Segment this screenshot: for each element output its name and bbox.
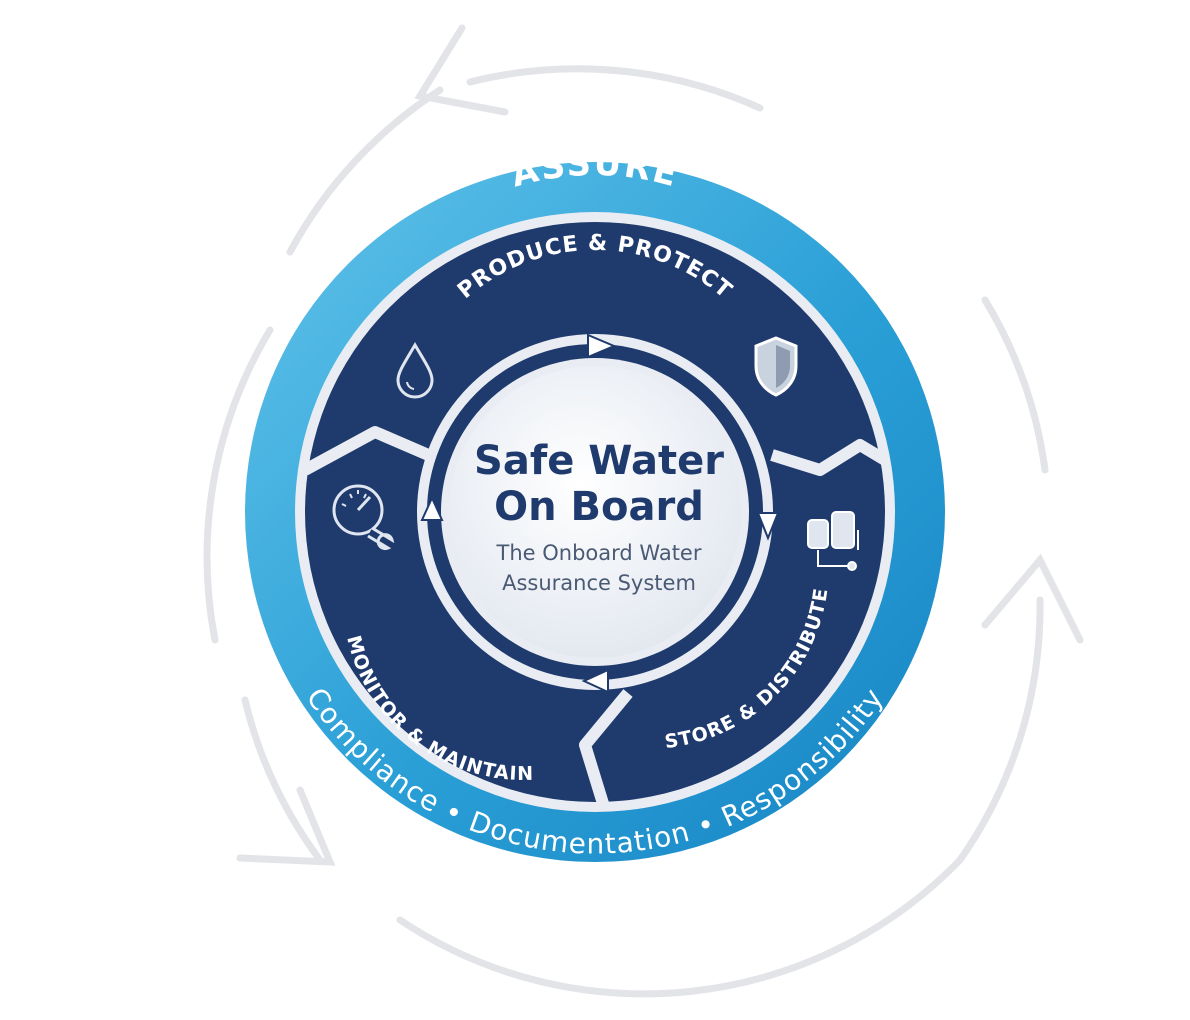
loop-arrow-top	[286, 86, 444, 256]
loop-arrow-left	[203, 326, 274, 644]
gauge-wrench-icon	[332, 484, 395, 551]
center-disc	[449, 366, 741, 658]
shield-icon	[754, 336, 798, 397]
divider-top-left	[302, 426, 443, 476]
cycle-arrow-top	[587, 333, 617, 359]
loop-arrow-bottom-arc	[396, 856, 964, 998]
cycle-arrow-left	[420, 495, 444, 521]
loop-arrows	[203, 24, 1084, 998]
cycle-arrow-right	[756, 512, 780, 541]
loop-arrow-right	[956, 596, 1044, 864]
center-subtitle-line1: The Onboard Water	[496, 541, 702, 565]
water-drop-icon	[396, 342, 434, 399]
center-title-line2: On Board	[494, 484, 704, 530]
loop-arrow-left-head	[236, 786, 336, 866]
loop-arrow-top-head	[414, 24, 509, 116]
loop-arrow-bottom	[241, 696, 324, 864]
loop-arrow-right-top	[981, 296, 1049, 474]
divider-top-right	[770, 439, 889, 476]
loop-arrow-right-head	[981, 553, 1084, 644]
loop-arrow-top-tail	[466, 65, 764, 112]
segment-dividers	[302, 426, 889, 812]
cycle-arrows	[420, 333, 780, 694]
divider-bottom	[579, 689, 633, 812]
center-subtitle-line2: Assurance System	[502, 571, 696, 595]
center-title-line1: Safe Water	[474, 438, 724, 484]
cycle-arrow-bottom	[581, 668, 609, 694]
tanks-icon	[807, 511, 859, 571]
